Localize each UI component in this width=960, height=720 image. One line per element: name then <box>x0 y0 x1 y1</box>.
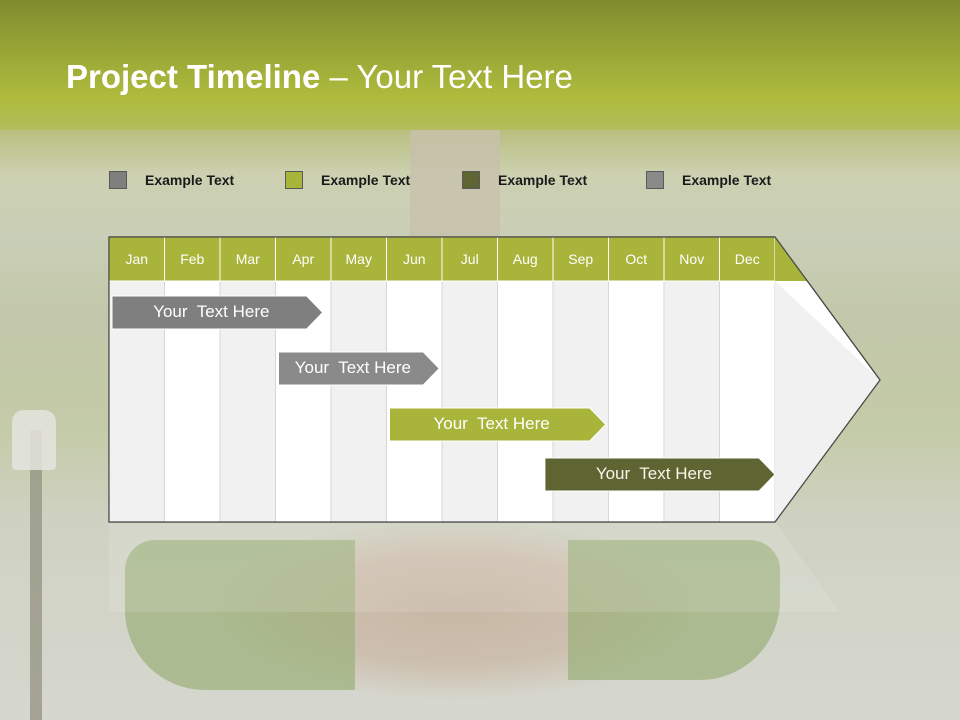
legend-label-2: Example Text <box>321 172 411 188</box>
task-label: Your Text Here <box>595 464 713 483</box>
legend-item-2: Example Text <box>285 170 410 190</box>
month-header-cell <box>386 236 443 282</box>
timeline-arrow-border <box>108 236 881 523</box>
title-rest: – Your Text Here <box>320 58 573 95</box>
month-label: Oct <box>625 251 647 267</box>
legend-swatch-2 <box>285 171 303 189</box>
month-column <box>386 280 443 523</box>
month-header-cell <box>275 236 332 282</box>
month-column <box>441 280 498 523</box>
month-header-cell <box>219 236 276 282</box>
task-label: Your Text Here <box>294 358 411 377</box>
slide-title: Project Timeline – Your Text Here <box>66 58 573 96</box>
month-label: Jun <box>403 251 426 267</box>
legend-item-1: Example Text <box>109 170 234 190</box>
task-bar <box>278 351 440 386</box>
arrow-head-fill <box>775 281 880 522</box>
legend-swatch-3 <box>462 171 480 189</box>
month-header-cell <box>330 236 387 282</box>
timeline-reflection <box>109 522 840 612</box>
hedge-left <box>125 540 355 690</box>
month-header-cell <box>441 236 498 282</box>
legend-item-3: Example Text <box>462 170 587 190</box>
legend-swatch-4 <box>646 171 664 189</box>
task-bar <box>111 295 324 330</box>
month-label: Sep <box>568 251 593 267</box>
task-bar <box>544 457 776 492</box>
title-bold: Project Timeline <box>66 58 321 95</box>
month-label: Aug <box>513 251 538 267</box>
legend-label-1: Example Text <box>145 172 235 188</box>
month-header-cell <box>497 236 554 282</box>
monument-tower <box>410 130 500 240</box>
hedge-right <box>568 540 780 680</box>
task-bar <box>389 407 607 442</box>
legend-label-4: Example Text <box>682 172 772 188</box>
month-label: Jul <box>461 251 479 267</box>
month-label: Feb <box>180 251 204 267</box>
lamp-head <box>12 410 56 470</box>
month-label: Jan <box>125 251 148 267</box>
month-column <box>330 280 387 523</box>
task-label: Your Text Here <box>433 414 550 433</box>
legend-swatch-1 <box>109 171 127 189</box>
lamp-pole <box>30 430 42 720</box>
month-header-cell <box>108 236 165 282</box>
month-label: Mar <box>236 251 260 267</box>
legend-item-4: Example Text <box>646 170 771 190</box>
task-label: Your Text Here <box>153 302 270 321</box>
month-label: May <box>346 251 372 267</box>
title-band <box>0 0 960 130</box>
month-label: Nov <box>679 251 704 267</box>
month-header-cell <box>552 236 609 282</box>
month-label: Apr <box>292 251 314 267</box>
month-label: Dec <box>735 251 760 267</box>
legend-label-3: Example Text <box>498 172 588 188</box>
month-header-cell <box>608 236 665 282</box>
